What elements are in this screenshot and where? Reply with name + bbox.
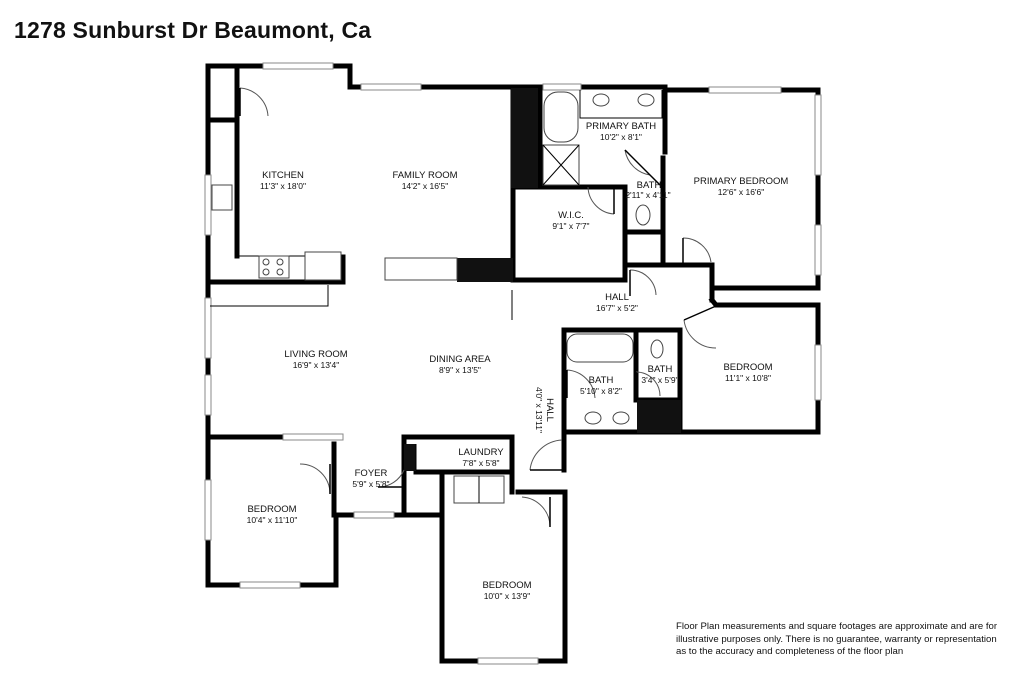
living-room-name: LIVING ROOM: [284, 349, 347, 360]
disclaimer-line-2: illustrative purposes only. There is no …: [676, 633, 997, 645]
bedroom-left-name: BEDROOM: [247, 504, 296, 515]
bath-small-dim: 2'11" x 4'11": [625, 190, 670, 200]
kitchen-fixtures: [210, 184, 458, 307]
bedroom-right-dim: 11'1" x 10'8": [725, 373, 771, 383]
bath-tiny-dim: 3'4" x 5'9": [641, 375, 678, 385]
foyer-dim: 5'9" x 5'8": [352, 479, 389, 489]
bath-mid-dim: 5'10" x 8'2": [580, 386, 622, 396]
bath-mid-name: BATH: [589, 375, 614, 386]
wic-name: W.I.C.: [558, 210, 584, 221]
primary-bedroom-name: PRIMARY BEDROOM: [694, 176, 789, 187]
windows: [204, 62, 822, 665]
kitchen-name: KITCHEN: [262, 170, 304, 181]
primary-bath-name: PRIMARY BATH: [586, 121, 656, 132]
laundry-dim: 7'8" x 5'8": [462, 458, 499, 468]
room-labels: KITCHEN 11'3" x 18'0" FAMILY ROOM 14'2" …: [247, 121, 789, 601]
bedroom-left-dim: 10'4" x 11'10": [247, 515, 298, 525]
disclaimer-line-3: as to the accuracy and completeness of t…: [676, 646, 904, 657]
primary-bath-dim: 10'2" x 8'1": [600, 132, 642, 142]
doors: [239, 87, 717, 528]
kitchen-dim: 11'3" x 18'0": [260, 181, 306, 191]
bedroom-bottom-dim: 10'0" x 13'9": [484, 591, 531, 601]
hall-upper-name: HALL: [605, 292, 629, 303]
bedroom-bottom-name: BEDROOM: [482, 580, 531, 591]
wic-dim: 9'1" x 7'7": [552, 221, 589, 231]
dining-area-name: DINING AREA: [429, 354, 491, 365]
structural-columns: [404, 88, 681, 471]
page-title: 1278 Sunburst Dr Beaumont, Ca: [14, 17, 372, 43]
laundry-name: LAUNDRY: [458, 447, 504, 458]
family-room-dim: 14'2" x 16'5": [402, 181, 449, 191]
disclaimer-line-1: Floor Plan measurements and square foota…: [676, 621, 998, 632]
hall-vertical-name: HALL: [544, 398, 555, 422]
dining-area-dim: 8'9" x 13'5": [439, 365, 481, 375]
bath-small-name: BATH: [637, 180, 662, 191]
hall-upper-dim: 16'7" x 5'2": [596, 303, 638, 313]
hall-vertical-dim: 4'0" x 13'11": [534, 387, 544, 433]
bath-fixtures: [453, 90, 664, 504]
family-room-name: FAMILY ROOM: [392, 170, 457, 181]
bedroom-right-name: BEDROOM: [723, 362, 772, 373]
bath-tiny-name: BATH: [648, 364, 673, 375]
living-room-dim: 16'9" x 13'4": [293, 360, 340, 370]
disclaimer-note: Floor Plan measurements and square foota…: [676, 621, 1016, 659]
primary-bedroom-dim: 12'6" x 16'6": [718, 187, 765, 197]
foyer-name: FOYER: [355, 468, 388, 479]
